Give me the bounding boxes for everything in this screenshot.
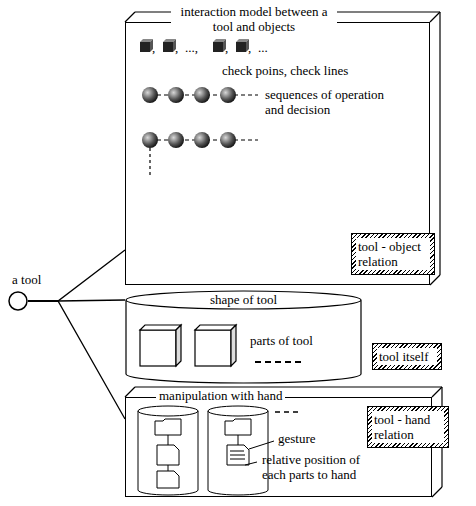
annotation-label: , xyxy=(152,40,155,55)
circle-outline xyxy=(8,291,28,311)
relation-tag: tool - hand relation xyxy=(367,406,449,448)
node-text: tool - object relation xyxy=(356,238,430,270)
node-text: interaction model between a tool and obj… xyxy=(171,4,337,34)
annotation-label: relative position of each parts to hand xyxy=(262,452,377,482)
annotation-label: check poins, check lines xyxy=(222,63,348,78)
manipulation-box: manipulation with handtool - hand relati… xyxy=(125,397,432,497)
root-circle: a tool xyxy=(8,291,28,311)
annotation-label: ... xyxy=(258,40,268,55)
node-text: manipulation with hand xyxy=(156,388,285,403)
sphere-chains xyxy=(142,87,258,176)
box-depth xyxy=(125,12,440,285)
annotation-label: ..., xyxy=(185,40,198,55)
annotation-label: parts of tool xyxy=(250,333,313,348)
node-text: shape of tool xyxy=(125,293,362,307)
branch-line xyxy=(28,250,125,301)
shape-cylinder: shape of tool xyxy=(125,291,362,384)
relation-tag: tool itself xyxy=(372,343,442,370)
annotation-label: sequences of operation and decision xyxy=(265,87,400,117)
node-text: tool itself xyxy=(377,348,437,365)
node-text: a tool xyxy=(12,272,41,287)
relation-tag: tool - object relation xyxy=(351,233,435,275)
annotation-label: , xyxy=(175,40,178,55)
branch-line xyxy=(28,301,125,419)
annotation-label: , xyxy=(248,40,251,55)
annotation-label: gesture xyxy=(278,431,316,446)
model-box: interaction model between a tool and obj… xyxy=(125,22,430,285)
annotation-label: , xyxy=(225,40,228,55)
node-text: tool - hand relation xyxy=(372,411,444,443)
